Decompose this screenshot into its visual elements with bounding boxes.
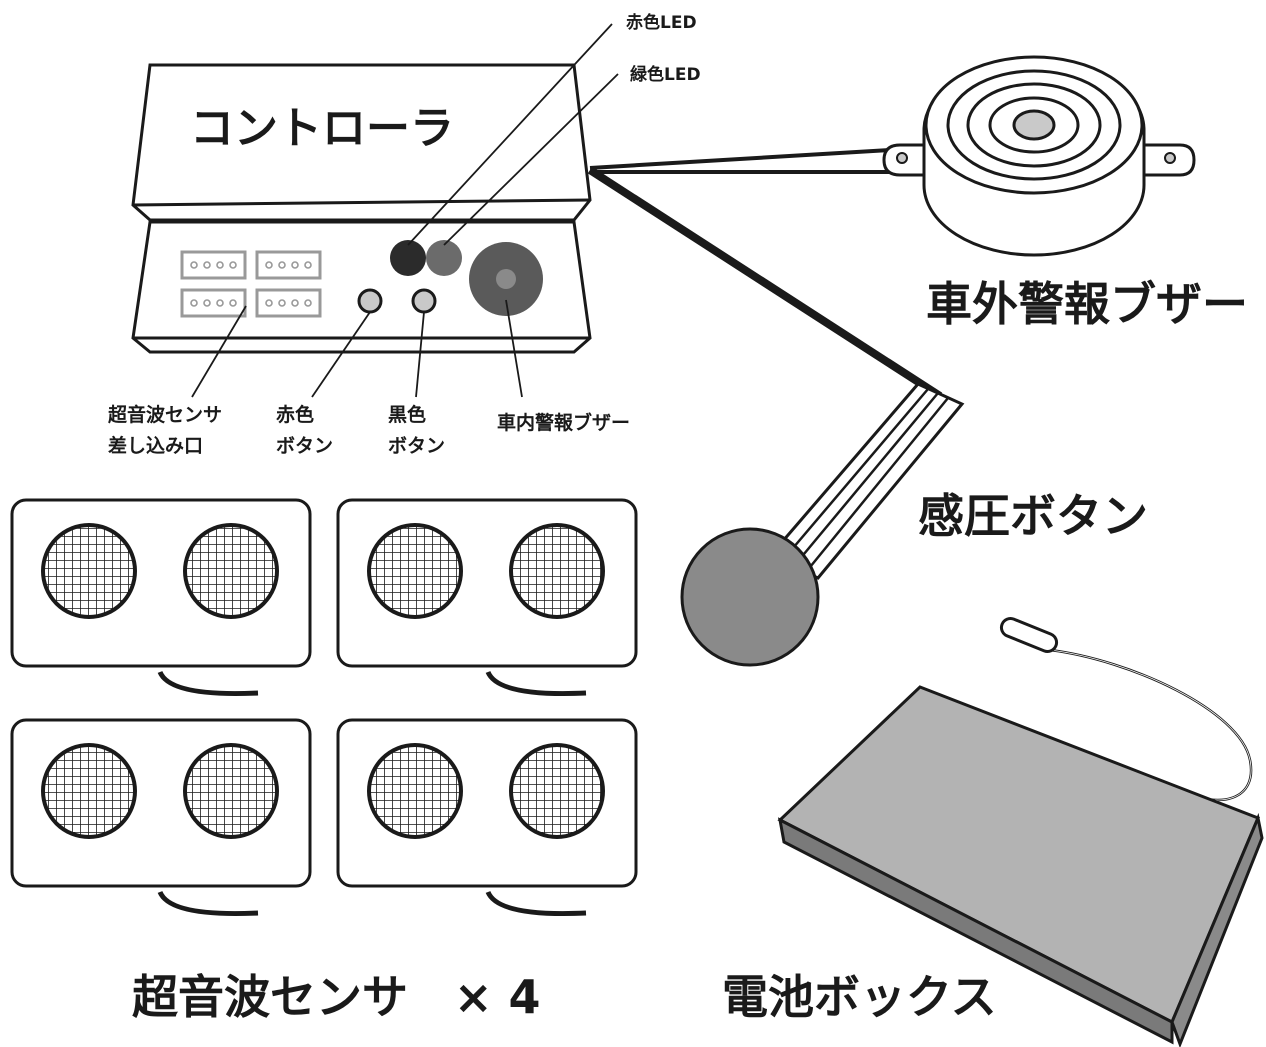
external-buzzer: [882, 55, 1196, 257]
sensor-port: [180, 250, 247, 280]
sensor-ports: [180, 250, 322, 318]
black-button: [411, 288, 437, 314]
sensor-port: [255, 250, 322, 280]
pressure-button: [680, 382, 965, 667]
port-pins: [190, 261, 312, 307]
sensor-port-label-2: 差し込み口: [108, 434, 203, 457]
leader-lines: [191, 23, 619, 398]
battery-box: [777, 617, 1264, 1047]
ultrasonic-sensors-label: 超音波センサ × 4: [132, 970, 541, 1024]
ultrasonic-sensor: [336, 718, 638, 916]
ultrasonic-sensor: [10, 718, 312, 916]
sensor-port: [180, 288, 247, 318]
buzzer-cable: [589, 148, 891, 174]
pressure-button-label: 感圧ボタン: [918, 489, 1148, 543]
red-button-label-2: ボタン: [276, 435, 333, 457]
black-button-label: 黒色: [388, 403, 426, 426]
controller: コントローラ: [131, 63, 592, 354]
internal-buzzer-label: 車内警報ブザー: [497, 411, 630, 434]
controller-title: コントローラ: [190, 103, 454, 154]
battery-plug: [999, 617, 1059, 653]
ultrasonic-sensor: [336, 498, 638, 696]
red-button: [357, 288, 383, 314]
sensor-port: [255, 288, 322, 318]
buzzer-center: [1012, 109, 1056, 141]
red-led-label: 赤色LED: [626, 12, 697, 33]
sensor-port-label: 超音波センサ: [107, 403, 222, 426]
black-button-label-2: ボタン: [388, 435, 445, 457]
red-button-label: 赤色: [276, 403, 314, 426]
ultrasonic-sensor: [10, 498, 312, 696]
pressure-cable: [587, 166, 943, 400]
green-led-label: 緑色LED: [630, 64, 701, 85]
red-led: [390, 240, 426, 276]
green-led: [426, 240, 462, 276]
pressure-pad: [680, 527, 820, 667]
battery-box-label: 電池ボックス: [722, 970, 997, 1024]
external-buzzer-label: 車外警報ブザー: [926, 277, 1248, 331]
